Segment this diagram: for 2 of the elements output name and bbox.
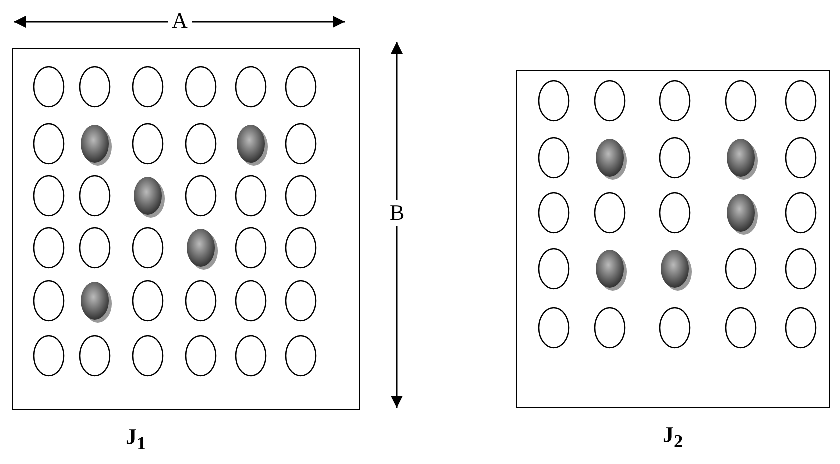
grid-caption: J$_{1}$ xyxy=(126,424,146,454)
grid-caption: J$_{2}$ xyxy=(663,422,684,452)
